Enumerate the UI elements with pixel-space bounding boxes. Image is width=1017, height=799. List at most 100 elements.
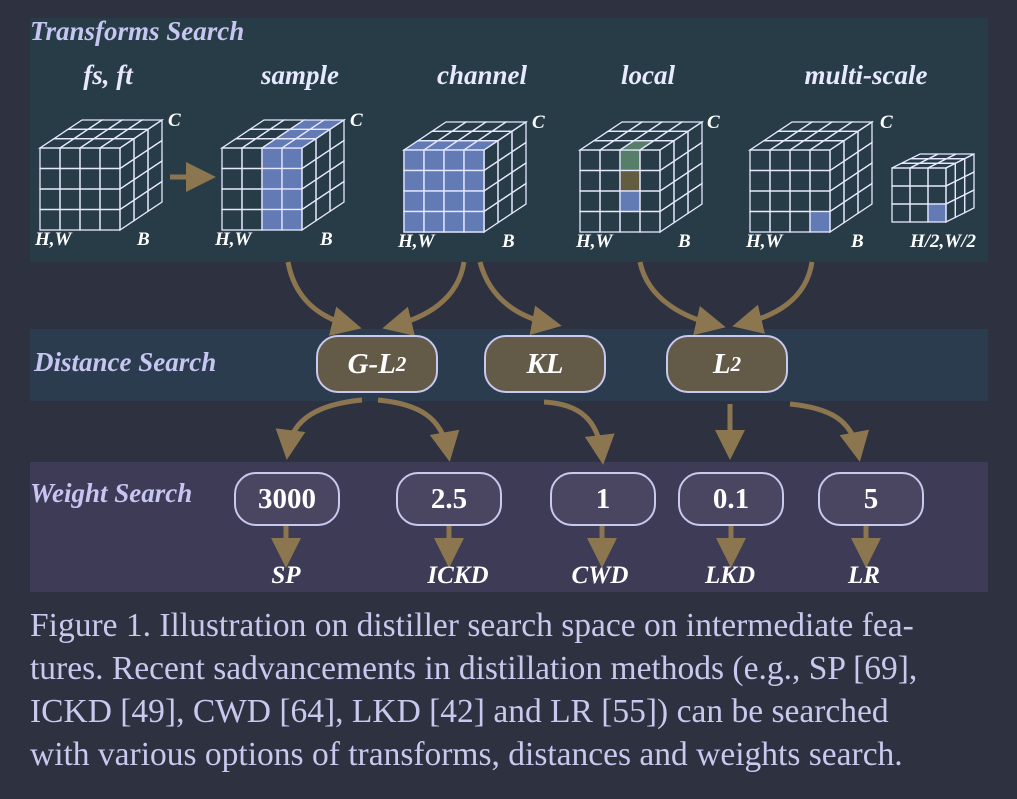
distance-gl2-label: G-L [347,347,396,380]
cube-fs-ft-front-cell [39,147,61,170]
cube-multi-scale-small-front-cell [927,185,947,205]
arrow-multiscale-to-l2 [732,261,815,334]
cube-fs-ft-front-cell [99,208,121,231]
cube-local-top-cell [631,130,671,142]
cube-channel-slice-cell [403,210,425,233]
transform-title-local: local [621,60,675,90]
method-lr: LR [848,562,880,589]
cube-sample-side-cell [329,180,345,213]
cube-multi-scale-top-cell [801,130,841,142]
cube-fs-ft-top-cell [97,138,137,149]
cube-fs-ft-front-cell [59,147,81,170]
cube-fs-ft-side-cell [147,180,163,213]
diagram-graphics [37,118,975,568]
cube-multi-scale-top-cell [787,140,827,151]
cube-sample-front-cell [261,208,283,231]
distance-l2-subscript: 2 [730,351,742,376]
cube-local-top-cell [617,140,657,151]
cube-local-front-cell [639,210,661,233]
cube-fs-ft-side-cell [119,198,135,232]
arrow-sample-to-gl2 [285,261,362,336]
cube-multi-scale-front-cell [789,210,811,233]
weight-0-1-label: 0.1 [712,482,750,515]
cube-local-front-cell [579,190,601,213]
cube-local-front-cell [579,169,601,192]
cube-fs-ft-front-cell [99,167,121,190]
cube-sample-front-cell [241,208,263,231]
cube-fs-ft-top-cell [71,128,111,140]
cube-channel-slice-cell [423,210,445,233]
cube-multi-scale-front-cell [749,210,771,233]
weight-5-pill: 5 [818,472,924,526]
cube-local-front-cell [639,149,661,172]
cube-multi-scale-front-cell [789,149,811,172]
arrow-kl-to-1 [543,399,615,465]
transform-title-channel: channel [436,60,528,90]
cube-sample-front-cell [281,188,303,211]
cube-multi-scale-small-front-cell [891,167,911,187]
cube-channel-side-cell [511,182,527,215]
cube-channel-slice-cell [403,169,425,192]
axis-c-local: C [707,112,720,133]
cube-sample-front-cell [261,167,283,190]
cube-channel-top-cell [475,130,515,142]
cube-fs-ft-front-cell [79,167,101,190]
distance-search-label: Distance Search [34,347,217,377]
cube-multi-scale-top-cell [767,140,807,151]
cube-local-front-cell [619,169,641,192]
axis-c-sample: C [350,110,363,131]
cube-fs-ft-front-cell [99,147,121,170]
cube-local-front-cell [619,210,641,233]
cube-sample-front-cell [281,147,303,170]
cube-sample-top-cell [233,128,273,140]
cube-multi-scale-top-cell [821,130,861,142]
cube-multi-scale-front-cell [789,190,811,213]
cube-multi-scale-front-cell [789,169,811,192]
weight-2-5-label: 2.5 [430,482,468,515]
cube-fs-ft-top-cell [77,138,117,149]
cube-multi-scale-top-cell [747,140,787,151]
cube-multi-scale-small-front-cell [891,185,911,205]
cube-local-front-cell [599,149,621,172]
figure-caption: Figure 1. Illustration on distiller sear… [30,604,990,776]
cube-local-front-cell [599,169,621,192]
cube-local-top-cell [591,130,631,142]
arrow-gl2-to-3000 [275,397,363,460]
cube-multi-scale-small-side-cell [954,193,966,219]
axis-b-fs-ft: B [137,229,150,250]
caption-line-3: ICKD [49], CWD [64], LKD [42] and LR [55… [30,693,889,730]
distance-gl2-subscript: 2 [395,351,407,376]
weight-3000-pill: 3000 [234,472,340,526]
cube-channel-slice-cell [423,169,445,192]
cube-multi-scale-top-cell [795,121,835,132]
axis-half-resolution: H/2,W/2 [910,231,976,252]
method-ickd: ICKD [427,562,489,589]
axis-hw-channel: H,W [398,231,435,252]
cube-multi-scale-front-cell [749,149,771,172]
cube-multi-scale-front-cell [769,149,791,172]
cube-local-front-cell [579,149,601,172]
cube-multi-scale-front-cell [769,190,791,213]
cube-local-front-cell [599,210,621,233]
cube-multi-scale-small-side-cell [964,188,975,214]
cube-channel-slice-cell [403,149,425,172]
cube-sample-front-cell [261,188,283,211]
cube-multi-scale-top-cell [835,121,875,132]
cube-multi-scale-side-cell [829,200,845,234]
weight-search-label: Weight Search [30,478,193,508]
cube-channel-slice-cell [443,190,465,213]
cube-multi-scale-front-cell [769,210,791,233]
cube-sample-front-cell [221,188,243,211]
cube-channel-slice-cell [463,169,485,192]
cube-fs-ft-front-cell [39,208,61,231]
axis-c-fs-ft: C [168,110,181,131]
cube-channel-slice-cell [463,149,485,172]
cube-multi-scale-side-cell [843,191,859,224]
cube-local-front-cell [579,210,601,233]
cube-multi-scale-top-cell [807,140,847,151]
cube-sample-front-cell [281,167,303,190]
caption-line-4: with various options of transforms, dist… [30,736,903,773]
arrow-channel-to-gl2 [382,261,467,336]
distance-l2-label: L [712,347,731,380]
